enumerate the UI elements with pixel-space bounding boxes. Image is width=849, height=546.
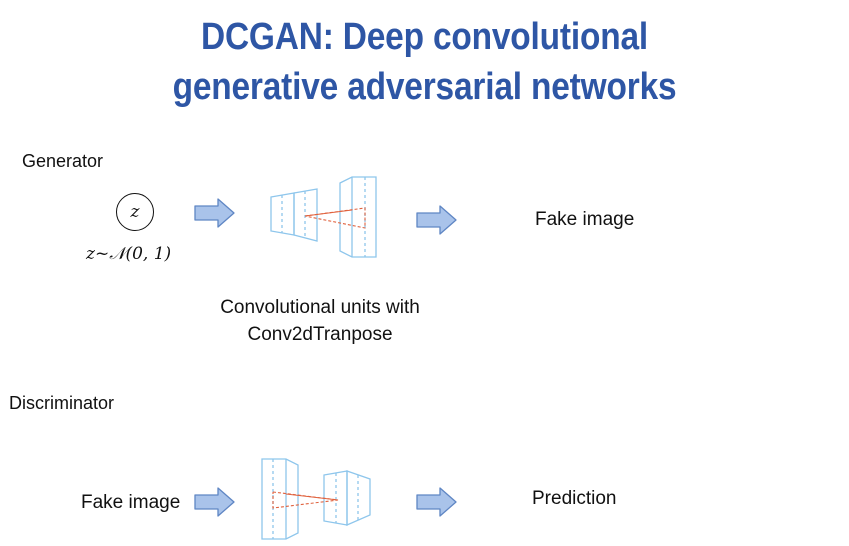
discriminator-label: Discriminator <box>9 393 115 413</box>
caption-line-2: Conv2dTranpose <box>247 324 393 345</box>
generator-output: Fake image <box>535 209 635 230</box>
discriminator-input: Fake image <box>81 492 181 513</box>
latent-node: z <box>116 193 154 231</box>
generator-caption: Convolutional units with Conv2dTranpose <box>200 294 440 348</box>
latent-symbol: z <box>130 202 140 222</box>
slide-title: DCGAN: Deep convolutional generative adv… <box>51 12 798 112</box>
caption-line-1: Convolutional units with <box>220 297 420 318</box>
arrow-right-icon <box>416 487 457 517</box>
title-line-2: generative adversarial networks <box>172 66 677 108</box>
arrow-right-icon <box>416 205 457 235</box>
discriminator-output: Prediction <box>532 488 617 509</box>
title-line-1: DCGAN: Deep convolutional <box>200 16 649 58</box>
generator-label: Generator <box>22 151 104 171</box>
arrow-right-icon <box>194 487 235 517</box>
transpose-conv-layers-icon <box>270 176 377 258</box>
arrow-right-icon <box>194 198 235 228</box>
conv-layers-icon <box>261 458 371 540</box>
latent-distribution: z~𝒩(0, 1) <box>86 244 172 264</box>
